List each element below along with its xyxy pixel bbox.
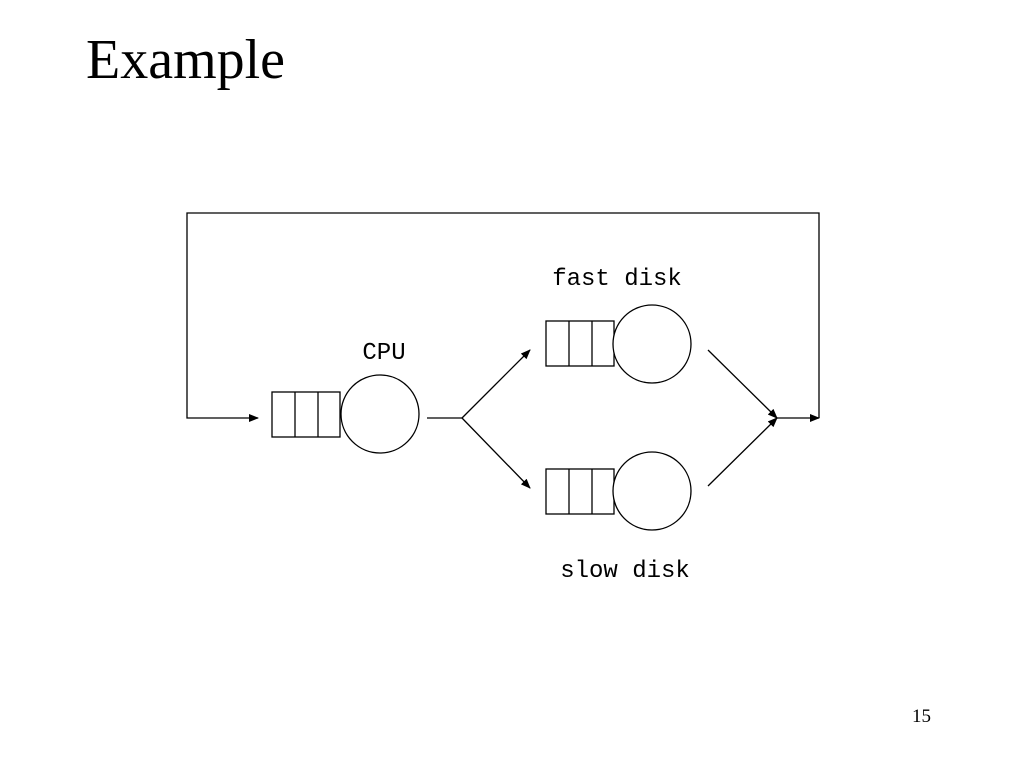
fast-disk-server [612, 304, 692, 384]
fast-disk-queue [545, 320, 615, 367]
cpu-label: CPU [362, 340, 405, 367]
feedback-loop-line [186, 212, 820, 422]
slow-disk-label: slow disk [560, 558, 690, 585]
cpu-server [340, 374, 420, 454]
cpu-queue [271, 391, 341, 438]
slide-number: 15 [912, 706, 931, 727]
slow-disk-server [612, 451, 692, 531]
slow-disk-merge-arrow [707, 417, 778, 487]
route-to-slow-disk-arrow [461, 417, 531, 489]
route-to-fast-disk-arrow [461, 349, 531, 419]
slow-disk-queue [545, 468, 615, 515]
slide-title: Example [86, 29, 286, 91]
fast-disk-merge-arrow [707, 349, 778, 419]
fast-disk-label: fast disk [552, 266, 682, 293]
